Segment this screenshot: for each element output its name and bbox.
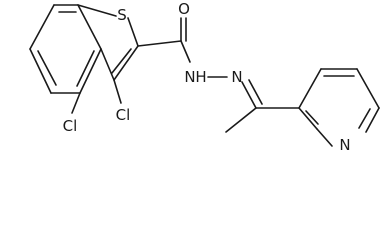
bond	[77, 4, 102, 50]
bond	[77, 4, 117, 17]
bond	[29, 48, 52, 94]
double-bond-inner	[358, 108, 371, 129]
thiophene-ring	[77, 4, 139, 81]
bond	[298, 68, 322, 109]
bond-to-carbonyl	[137, 40, 182, 47]
imine-double-bond	[248, 79, 263, 105]
bond	[100, 48, 115, 81]
bond	[365, 107, 380, 133]
double-bond-inner	[37, 50, 57, 86]
molecule-diagram: S O N H N Cl Cl N	[29, 0, 380, 154]
chlorine-ring-label: Cl	[63, 117, 78, 135]
bond	[356, 68, 380, 109]
bond-to-amide-nitrogen	[180, 40, 191, 63]
structure-canvas: S O N H N Cl Cl N	[29, 0, 380, 154]
oxygen-label: O	[178, 0, 190, 18]
imine-nitrogen-label: N	[231, 68, 242, 86]
chlorine-thiophene-label: Cl	[116, 106, 131, 124]
pyridine-ring	[298, 68, 380, 147]
bond	[79, 48, 102, 94]
double-bond-inner	[76, 50, 95, 87]
bond	[298, 107, 318, 130]
bond	[127, 17, 139, 47]
amide-nitrogen-label: N	[184, 68, 195, 86]
bond	[113, 45, 139, 81]
pyridine-nitrogen-label: N	[339, 136, 350, 154]
sulfur-label: S	[117, 6, 127, 24]
bond	[316, 128, 333, 147]
bond-to-chlorine-thiophene	[113, 79, 122, 104]
benzene-ring	[29, 4, 102, 94]
imine-double-bond	[241, 81, 257, 109]
bond-to-chlorine-ring	[71, 92, 81, 114]
double-bond-inner	[111, 48, 132, 74]
amide-hydrogen-label: H	[195, 68, 206, 86]
methyl-bond	[225, 107, 257, 133]
bond	[29, 4, 55, 50]
double-bond-inner	[305, 110, 319, 125]
